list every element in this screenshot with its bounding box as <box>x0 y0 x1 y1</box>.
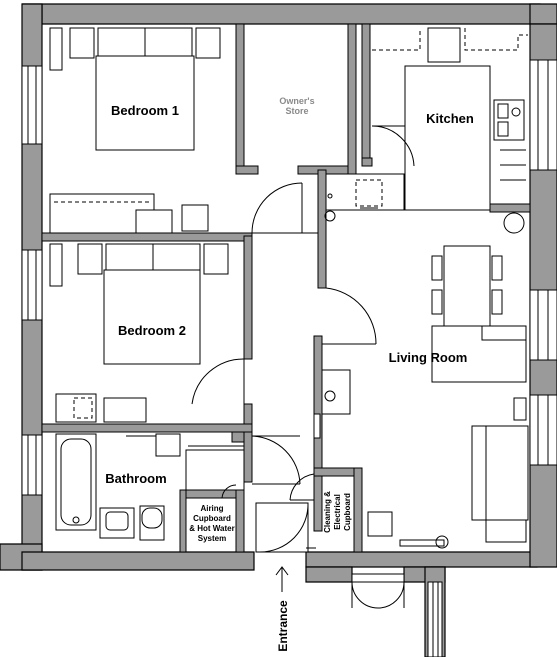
label-cleaning-2: Electrical <box>333 494 342 530</box>
bedroom2-furniture <box>49 243 245 423</box>
label-airing-3: & Hot Water <box>189 524 234 533</box>
label-living-room: Living Room <box>389 350 468 365</box>
label-airing-4: System <box>198 534 226 543</box>
label-bedroom1: Bedroom 1 <box>111 103 179 118</box>
living-room-furniture <box>313 245 529 549</box>
balcony-doors <box>351 573 405 609</box>
bathroom-fittings <box>55 433 301 541</box>
label-bathroom: Bathroom <box>105 471 166 486</box>
label-airing-1: Airing <box>200 504 223 513</box>
kitchen-fittings <box>324 27 528 234</box>
label-owners-store-1: Owner's <box>279 96 314 106</box>
label-kitchen: Kitchen <box>426 111 474 126</box>
entrance-arrow-icon <box>275 566 289 592</box>
label-owners-store-2: Store <box>285 106 308 116</box>
label-bedroom2: Bedroom 2 <box>118 323 186 338</box>
label-cleaning-3: Cupboard <box>343 493 352 531</box>
room-labels: Bedroom 1 Owner's Store Kitchen Bedroom … <box>105 96 474 652</box>
label-cleaning-1: Cleaning & <box>323 491 332 533</box>
entrance-doors <box>221 473 316 553</box>
bedroom1-furniture <box>49 27 221 234</box>
windows <box>21 59 557 657</box>
label-entrance: Entrance <box>276 600 290 652</box>
bedroom1-door <box>251 182 318 234</box>
label-airing-2: Cupboard <box>193 514 231 523</box>
